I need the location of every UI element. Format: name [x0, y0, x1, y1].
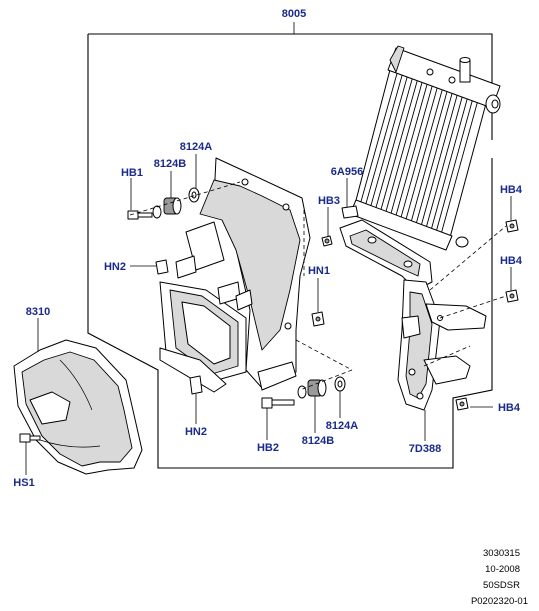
- reference-line-3: 50SDSR: [483, 580, 520, 591]
- screw-hb3: [321, 235, 333, 247]
- air-duct: [159, 157, 311, 393]
- callout-assembly-8005: 8005: [282, 8, 306, 20]
- callout-hn2-left: HN2: [104, 261, 126, 273]
- screw-hb4-upper: [505, 219, 519, 233]
- callout-8124a-top: 8124A: [180, 141, 212, 153]
- clip-6a956: [341, 205, 359, 219]
- shield-cover: [13, 339, 143, 475]
- leader-lines: [25, 154, 512, 475]
- reference-line-4: P0202320-01: [471, 596, 528, 607]
- callout-8124b-top: 8124B: [154, 158, 186, 170]
- callout-hb4-upper: HB4: [500, 184, 523, 196]
- washer-stack-top: [152, 187, 200, 219]
- screw-hb4-lower: [455, 397, 469, 411]
- bolt-hb1: [127, 210, 153, 220]
- callout-hb1: HB1: [121, 167, 143, 179]
- reference-line-1: 3030315: [483, 548, 520, 559]
- bolt-hb2: [261, 397, 295, 409]
- callout-8124b-bottom: 8124B: [302, 435, 334, 447]
- nut-hn2-bottom: [189, 375, 203, 395]
- mounting-bracket: [339, 219, 487, 411]
- callout-labels: 8005 HB1 8124B 8124A 6A956 HB3 HB4 HB4 H…: [13, 8, 523, 489]
- reference-block: 3030315 10-2008 50SDSR P0202320-01: [471, 548, 528, 607]
- alignment-lines: [129, 181, 507, 391]
- washer-stack-bottom: [297, 376, 346, 399]
- oil-cooler: [349, 45, 501, 251]
- screw-hb4-middle: [505, 289, 519, 303]
- nut-hn1: [311, 311, 325, 327]
- callout-7d388: 7D388: [409, 443, 441, 455]
- callout-8124a-bottom: 8124A: [326, 420, 358, 432]
- nut-hn2-left: [155, 259, 169, 275]
- callout-hb2: HB2: [257, 442, 279, 454]
- callout-6a956: 6A956: [331, 166, 363, 178]
- callout-hb3: HB3: [318, 195, 340, 207]
- callout-8310: 8310: [26, 306, 50, 318]
- callout-hn1: HN1: [308, 265, 330, 277]
- callout-hb4-lower: HB4: [498, 402, 521, 414]
- callout-hb4-middle: HB4: [500, 255, 523, 267]
- cooler-fins: [359, 69, 479, 239]
- callout-hs1: HS1: [13, 477, 34, 489]
- callout-hn2-bottom: HN2: [185, 426, 207, 438]
- reference-line-2: 10-2008: [485, 564, 520, 575]
- screw-hs1: [19, 433, 41, 443]
